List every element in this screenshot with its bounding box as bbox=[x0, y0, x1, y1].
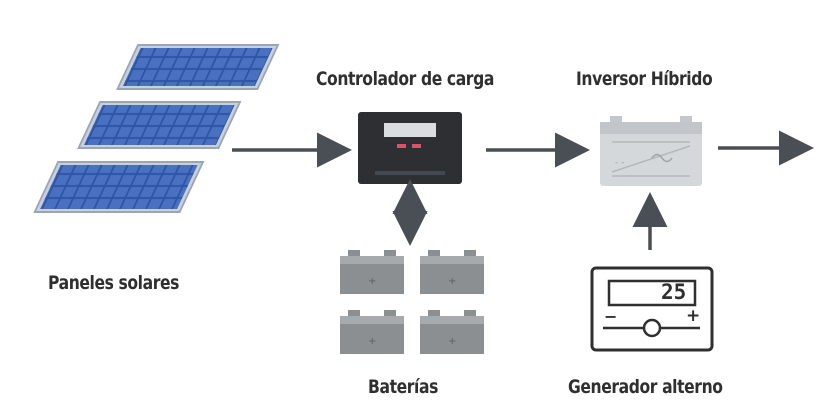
svg-text:- -: - - bbox=[615, 158, 624, 168]
svg-text:+: + bbox=[368, 336, 376, 347]
label-generador-alterno: Generador alterno bbox=[568, 376, 723, 398]
solar-panels-icon bbox=[33, 44, 280, 213]
batteries-icon: + + + + bbox=[340, 250, 484, 354]
svg-text:+: + bbox=[448, 336, 456, 347]
generator-icon bbox=[590, 266, 714, 352]
svg-text:+: + bbox=[368, 276, 376, 287]
generator-display-value: 25 bbox=[661, 280, 687, 304]
generator-plus-symbol: + bbox=[686, 306, 701, 326]
label-inversor-hibrido: Inversor Híbrido bbox=[576, 68, 713, 90]
generator-minus-symbol: − bbox=[604, 307, 618, 326]
hybrid-inverter-icon: - - bbox=[600, 116, 702, 186]
label-paneles-solares: Paneles solares bbox=[48, 272, 179, 294]
label-baterias: Baterías bbox=[368, 376, 438, 398]
charge-controller-icon bbox=[358, 112, 462, 184]
svg-text:+: + bbox=[448, 276, 456, 287]
label-controlador-de-carga: Controlador de carga bbox=[316, 68, 494, 90]
